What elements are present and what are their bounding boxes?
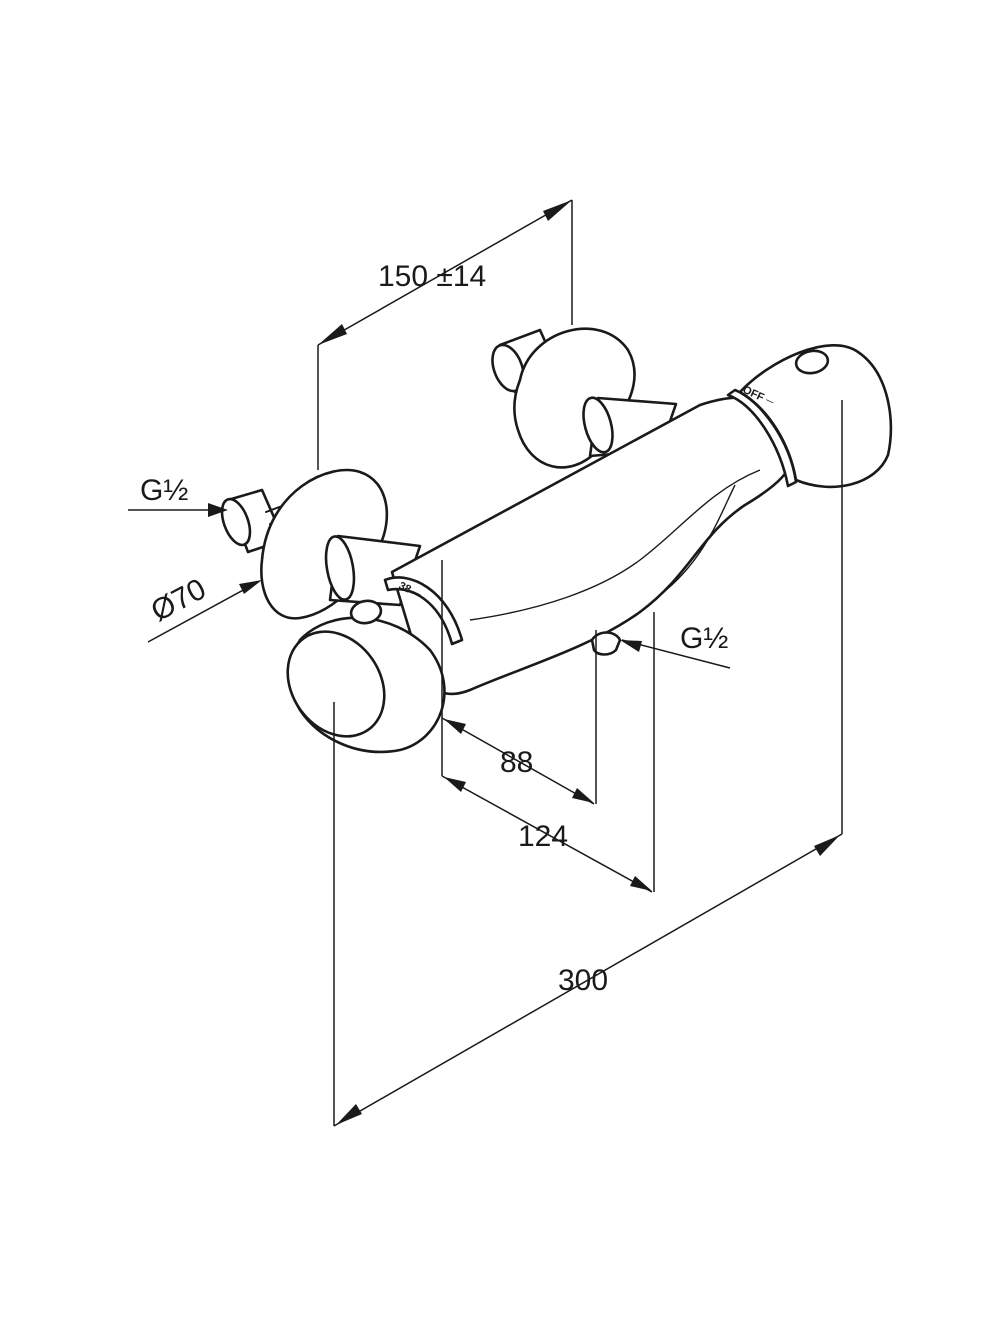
leader-outlet-thread	[620, 639, 731, 669]
leader-escutcheon-diameter	[147, 580, 262, 643]
outlet-stub	[590, 631, 622, 656]
label-outlet-thread: G½	[680, 622, 728, 655]
label-overall-length: 300	[558, 964, 608, 997]
rear-connector-face	[582, 396, 614, 454]
dimension-overall-length	[333, 400, 843, 1127]
rear-stop-button	[794, 349, 830, 375]
body-contour-line-2	[659, 484, 736, 596]
front-knob-face	[286, 630, 386, 738]
dimension-outlet-offset-b	[441, 612, 655, 893]
label-inlet-spacing: 150 ±14	[378, 260, 486, 293]
dimension-outlet-offset-a	[441, 560, 597, 805]
left-inlet-pipe-end	[220, 497, 252, 547]
label-outlet-offset-a: 88	[500, 746, 533, 779]
body-contour-line	[469, 469, 761, 621]
label-outlet-offset-b: 124	[518, 820, 568, 853]
label-escutcheon-diameter: Ø70	[146, 572, 212, 628]
front-stop-button	[349, 599, 383, 625]
mixer-body: OFF ─ 38 ─	[286, 343, 893, 754]
dimension-inlet-spacing	[317, 199, 573, 470]
front-ring	[383, 576, 464, 646]
rear-ring	[726, 388, 798, 488]
label-left-inlet-thread: G½	[140, 474, 188, 507]
left-connector-face	[324, 535, 356, 601]
leader-left-inlet-thread	[128, 503, 228, 517]
left-inlet-assembly	[220, 468, 422, 620]
